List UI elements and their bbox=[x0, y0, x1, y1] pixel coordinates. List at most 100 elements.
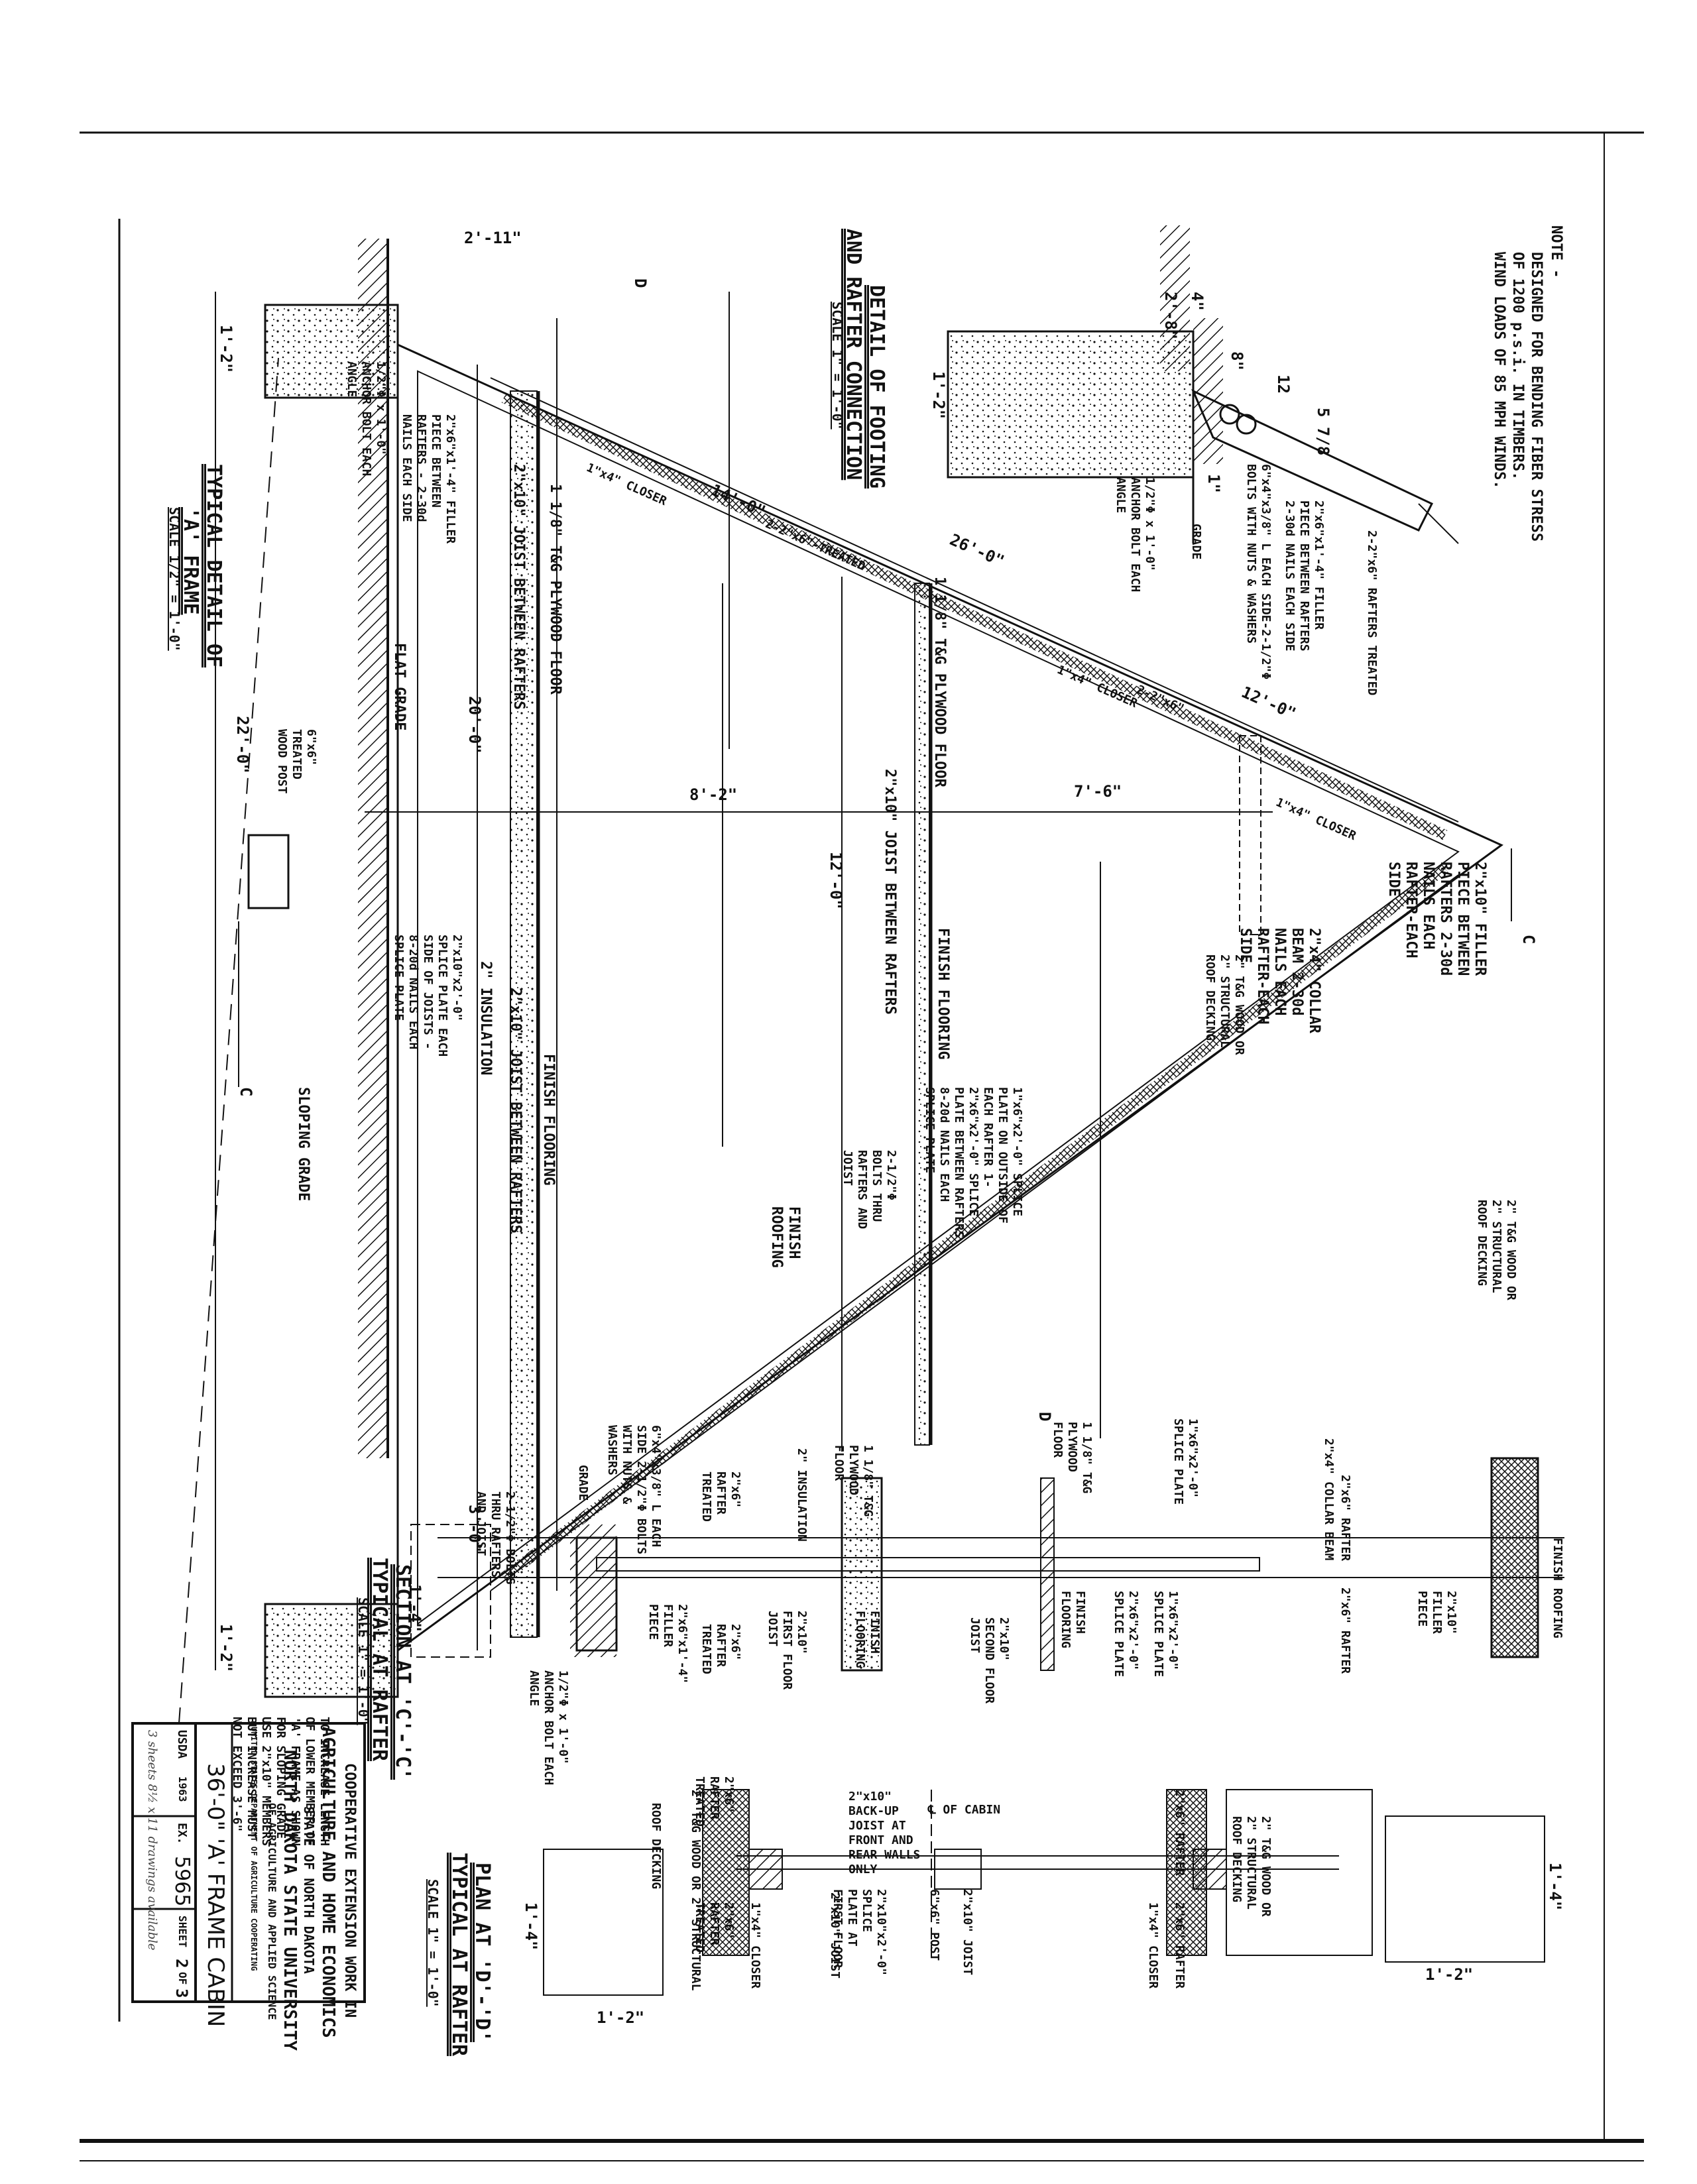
label-joist-between-2: 2"x10" JOIST BETWEEN RAFTERS bbox=[882, 769, 898, 1015]
label-joist-between-3: 2"x10" JOIST BETWEEN RAFTERS bbox=[507, 988, 524, 1234]
plan-centerline: ℄ OF CABIN bbox=[928, 1803, 1001, 1817]
slope-rise: 5 7/8 bbox=[1314, 408, 1332, 456]
cc-angle: 6"x4"x3/8" L EACH SIDE 2-1/2"Φ BOLTS WIT… bbox=[605, 1425, 663, 1555]
a-frame-scale: SCALE 1/2" = 1'-0" bbox=[166, 507, 182, 651]
tb-handwritten-note: 3 sheets 8½ x 11 drawings available bbox=[145, 1730, 159, 1951]
plan-decking-right: 2" T&G WOOD OR 2" STRUCTURAL ROOF DECKIN… bbox=[1230, 1816, 1273, 1917]
cc-finish-flooring-lower: FINISH FLOORING bbox=[853, 1611, 882, 1668]
section-cc-footing-w: 3'-0" bbox=[465, 1505, 484, 1553]
cc-filler-bottom: 2"x6"x1'-4" FILLER PIECE bbox=[646, 1604, 689, 1684]
section-cc-title-2: TYPICAL AT RAFTER bbox=[368, 1558, 391, 1762]
cc-plywood-lower: 1 1/8" T&G PLYWOOD FLOOR bbox=[832, 1445, 875, 1517]
tb-year: 1963 bbox=[176, 1776, 189, 1802]
plan-left-w: 1'-4" bbox=[522, 1902, 540, 1951]
label-roof-decking: 2" T&G WOOD OR 2" STRUCTURAL ROOF DECKIN… bbox=[1203, 954, 1246, 1055]
cc-filler: 2"x10" FILLER PIECE bbox=[1415, 1591, 1458, 1635]
label-finish-roofing: FINISH ROOFING bbox=[768, 1206, 802, 1268]
tb-drawing-title: 36'-0" 'A' FRAME CABIN bbox=[202, 1763, 229, 2028]
tb-sheet-of: OF bbox=[176, 1972, 189, 1985]
label-flat-grade: FLAT GRADE bbox=[391, 643, 408, 731]
footing-detail-title-2: AND RAFTER CONNECTION bbox=[842, 229, 865, 481]
slope-run: 12 bbox=[1274, 374, 1293, 394]
footing-detail-title: DETAIL OF FOOTING bbox=[865, 285, 888, 489]
dim-height-upper: 12'-0" bbox=[827, 852, 845, 909]
tb-agency-line-2: AGRICULTURE AND HOME ECONOMICS bbox=[318, 1727, 338, 2038]
plan-joist-b: 2"x10" JOIST bbox=[961, 1889, 974, 1976]
label-splice-plate-rafter: 1"x6"x2'-0" SPLICE PLATE ON OUTSIDE OF E… bbox=[923, 1087, 1024, 1238]
cc-roof-decking: 2" T&G WOOD OR 2" STRUCTURAL ROOF DECKIN… bbox=[1475, 1200, 1518, 1300]
dim-half-width-1: 8'-2" bbox=[689, 785, 738, 804]
plan-rafter-treated-a: 2"x6" RAFTER TREATED bbox=[693, 1776, 736, 1827]
tb-ex-number: 5965 bbox=[170, 1856, 194, 1907]
footing-depth-dim: 1'-2" bbox=[929, 371, 948, 420]
cc-splice-1x6-bottom: 1"x6"x2'-0" SPLICE PLATE bbox=[1151, 1591, 1180, 1678]
tb-sheet-number: 2 bbox=[172, 1959, 191, 1969]
plan-right-w: 1'-4" bbox=[1546, 1863, 1564, 1911]
footing-width-dim: 2'-8" bbox=[1161, 292, 1180, 340]
plan-backup-joist: 2"x10" BACK-UP JOIST AT FRONT AND REAR W… bbox=[848, 1790, 921, 1876]
plan-rafter-treated-b: 2"x6" RAFTER TREATED bbox=[693, 1902, 736, 1953]
tb-sheet-label: SHEET bbox=[176, 1916, 189, 1948]
label-plywood-floor-2: 1 1/8" T&G PLYWOOD FLOOR bbox=[931, 577, 948, 787]
footing-offset-dim: 4" bbox=[1188, 292, 1206, 311]
plan-splice-plate: 2"x10"x2'-0" SPLICE PLATE AT FIRST FLOOR bbox=[831, 1889, 888, 1976]
tb-college: OF AGRICULTURE AND APPLIED SCIENCE bbox=[266, 1803, 278, 2020]
cc-second-joist: 2"x10" SECOND FLOOR JOIST bbox=[968, 1617, 1011, 1704]
plan-rafter-right-a: 2"x6" RAFTER bbox=[1173, 1790, 1187, 1876]
section-mark-d-top: D bbox=[631, 278, 650, 288]
label-anchor-bolt: 1/2"Φ x 1'-0" ANCHOR BOLT EACH ANGLE bbox=[345, 361, 388, 477]
footing-filler-label: 2"x6"x1'-4" FILLER PIECE BETWEEN RAFTERS… bbox=[1283, 500, 1326, 652]
section-mark-c-top: C bbox=[1519, 935, 1538, 945]
cc-rafter-treated-a: 2"x6" RAFTER TREATED bbox=[699, 1471, 742, 1522]
tb-state-line: STATE OF NORTH DAKOTA bbox=[301, 1806, 317, 1974]
cc-rafter-b: 2"x6" RAFTER bbox=[1338, 1587, 1352, 1674]
section-cc-footing-d: 1'-4" bbox=[406, 1584, 424, 1633]
dim-overall-base: 22'-0" bbox=[233, 716, 252, 774]
plan-closer-left: 1"x4" CLOSER bbox=[748, 1902, 762, 1989]
cc-grade: GRADE bbox=[576, 1465, 590, 1501]
dim-height-lower: 20'-0" bbox=[465, 696, 484, 754]
section-mark-d-bottom: D bbox=[1035, 1412, 1054, 1422]
note-heading: NOTE - bbox=[1548, 225, 1564, 278]
cc-plywood-upper: 1 1/8" T&G PLYWOOD FLOOR bbox=[1051, 1422, 1094, 1494]
plan-roof-decking-left: ROOF DECKING bbox=[649, 1803, 663, 1890]
cc-insulation: 2" INSULATION bbox=[795, 1448, 809, 1542]
tb-agency-code: USDA bbox=[175, 1730, 189, 1759]
label-filler-bottom: 2"x6"x1'-4" FILLER PIECE BETWEEN RAFTERS… bbox=[400, 414, 457, 544]
cc-finish-roofing: FINISH ROOFING bbox=[1551, 1538, 1564, 1638]
cc-collar: 2"x4" COLLAR BEAM bbox=[1322, 1438, 1336, 1561]
tb-usda-line: UNITED STATES DEPARTMENT OF AGRICULTURE … bbox=[249, 1727, 259, 1971]
plan-right-d: 1'-2" bbox=[1425, 1965, 1474, 1984]
a-frame-title: TYPICAL DETAIL OF bbox=[202, 464, 225, 668]
note-line-1: DESIGNED FOR BENDING FIBER STRESS bbox=[1528, 252, 1545, 542]
gap-dim: 1" bbox=[1204, 474, 1223, 493]
dim-footing-depth-top: 1'-2" bbox=[217, 325, 235, 373]
cc-rafter-treated-b: 2"x6" RAFTER TREATED bbox=[699, 1624, 742, 1674]
section-cc-scale: SCALE 1" = 1'-0" bbox=[355, 1597, 371, 1725]
a-frame-title-2: 'A' FRAME bbox=[179, 507, 202, 615]
dim-half-width-2: 7'-6" bbox=[1074, 782, 1122, 801]
label-finish-flooring-1: FINISH FLOORING bbox=[935, 928, 951, 1060]
label-filler-apex: 2"x10" FILLER PIECE BETWEEN RAFTERS 2-30… bbox=[1385, 862, 1488, 976]
tb-university: NORTH DAKOTA STATE UNIVERSITY bbox=[280, 1750, 300, 2051]
label-wood-post: 6"x6" TREATED WOOD POST bbox=[275, 729, 318, 794]
section-mark-c-bottom: C bbox=[237, 1087, 255, 1097]
label-sloping-grade: SLOPING GRADE bbox=[295, 1087, 312, 1202]
label-collar-beam: 2"x4" COLLAR BEAM 2-30d NAILS EACH RAFTE… bbox=[1237, 928, 1322, 1033]
label-bolts-thru-1: 2-1/2"Φ BOLTS THRU RAFTERS AND JOIST bbox=[841, 1150, 898, 1230]
plan-post: 6"x6" POST bbox=[927, 1889, 941, 1961]
tb-agency-line-1: COOPERATIVE EXTENSION WORK IN bbox=[341, 1763, 358, 2018]
cc-finish-flooring-upper: FINISH FLOORING bbox=[1059, 1591, 1087, 1648]
cc-rafter-a: 2"x6" RAFTER bbox=[1338, 1475, 1352, 1562]
cc-splice-1x6-top: 1"x6"x2'-0" SPLICE PLATE bbox=[1171, 1418, 1200, 1505]
note-line-2: OF 1200 p.s.i. IN TIMBERS. bbox=[1509, 252, 1526, 481]
tb-sheet-total: 3 bbox=[172, 1988, 191, 1998]
label-splice-plate-joist: 2"x10"x2'-0" SPLICE PLATE EACH SIDE OF J… bbox=[392, 935, 464, 1057]
footing-rafters-label: 2-2"x6" RAFTERS TREATED bbox=[1365, 530, 1379, 696]
plan-closer-right: 1"x4" CLOSER bbox=[1146, 1902, 1160, 1989]
plan-left-d: 1'-2" bbox=[597, 2008, 645, 2027]
label-insulation: 2" INSULATION bbox=[477, 961, 494, 1076]
footing-detail-scale: SCALE 1" = 1'-0" bbox=[829, 302, 845, 430]
